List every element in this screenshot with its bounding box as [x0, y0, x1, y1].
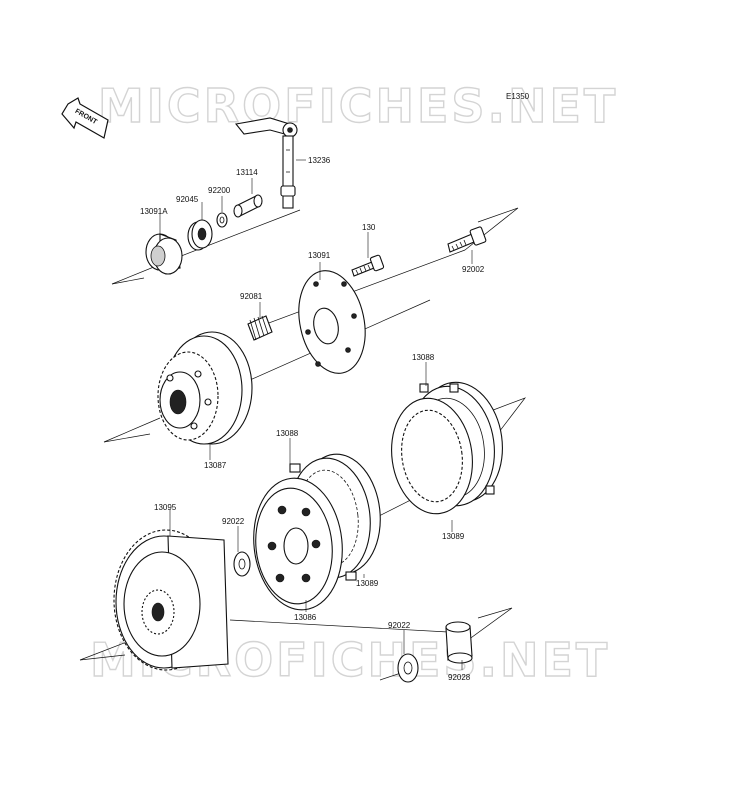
label-92200: 92200: [208, 186, 231, 195]
label-13095: 13095: [154, 503, 177, 512]
part-13091-pressure-plate[interactable]: [290, 264, 374, 379]
label-13236: 13236: [308, 156, 331, 165]
axis-lines: [79, 207, 527, 681]
label-130: 130: [362, 223, 376, 232]
watermark-top: MICROFICHES.NET: [98, 79, 618, 133]
label-92002: 92002: [462, 265, 485, 274]
label-13088-center: 13088: [276, 429, 299, 438]
diagram-code: E1350: [506, 92, 530, 101]
label-13114: 13114: [236, 168, 258, 177]
part-92022-washer-upper[interactable]: [233, 551, 251, 577]
part-labels: 13236 13114 92200 92045 13091A 130 92002…: [140, 156, 485, 682]
part-92022-washer-lower[interactable]: [397, 653, 419, 683]
label-92022-upper: 92022: [222, 517, 245, 526]
part-92045-bearing[interactable]: [187, 219, 213, 251]
part-92081-spring[interactable]: [247, 315, 273, 341]
label-13091: 13091: [308, 251, 331, 260]
part-13114-pin[interactable]: [233, 194, 263, 218]
label-13089-right: 13089: [442, 532, 465, 541]
part-13236-release-lever[interactable]: [234, 117, 298, 209]
label-92045: 92045: [176, 195, 199, 204]
label-92081: 92081: [240, 292, 263, 301]
part-13095-clutch-housing[interactable]: [113, 529, 229, 671]
part-13091A-bushing[interactable]: [145, 233, 183, 275]
part-13086-plate[interactable]: [247, 474, 348, 614]
part-92200-washer[interactable]: [216, 212, 228, 228]
label-92022-lower: 92022: [388, 621, 411, 630]
leader-lines: [159, 159, 473, 670]
label-13087: 13087: [204, 461, 227, 470]
part-92028-collar[interactable]: [445, 621, 473, 664]
front-arrow-icon: FRONT: [61, 97, 109, 139]
label-13086: 13086: [294, 613, 317, 622]
part-92002-bolt[interactable]: [447, 226, 487, 253]
part-130-bolt[interactable]: [351, 254, 385, 277]
label-13091A: 13091A: [140, 207, 168, 216]
part-13089-steel-plate-right[interactable]: [384, 393, 479, 519]
label-13089-center: 13089: [356, 579, 379, 588]
part-13087-clutch-hub[interactable]: [157, 331, 253, 445]
label-92028: 92028: [448, 673, 471, 682]
label-13088-right: 13088: [412, 353, 435, 362]
